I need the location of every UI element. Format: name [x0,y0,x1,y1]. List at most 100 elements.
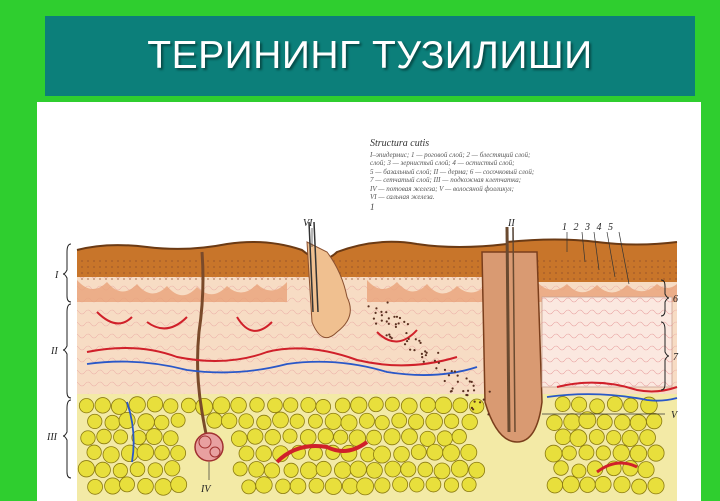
slide-title: ТЕРИНИНГ ТУЗИЛИШИ [147,34,592,78]
fat-cell [78,461,94,477]
caption-line: слой; 3 — зернистый слой; 4 — остистый с… [370,159,670,168]
fat-cell [256,446,272,462]
fat-cell [374,446,391,463]
fat-cell [256,477,272,493]
sebum-dot [424,350,426,352]
fat-cell [622,430,638,446]
fat-cell [434,463,450,479]
fat-cell [384,429,400,445]
fat-cell [163,431,178,446]
fat-cell [410,477,424,491]
fat-cell [554,461,569,476]
fat-cell [120,477,135,492]
caption-number: 1 [370,203,670,212]
fat-cell [632,479,647,494]
sebum-dot [418,340,420,342]
sebum-dot [462,390,464,392]
fat-cell [88,414,102,428]
fat-cell [341,415,357,431]
fat-cell [572,464,586,478]
fat-cell [283,429,297,443]
fat-cell [273,412,289,428]
fat-cell [614,476,630,492]
fat-cell [359,413,374,428]
sebum-dot [375,323,377,325]
sebum-dot [434,360,436,362]
fat-cell [350,461,366,477]
sebum-dot [444,380,446,382]
sebum-dot [457,375,459,377]
left-brackets [63,244,71,478]
sebum-dot [454,370,456,372]
fat-cell [357,478,374,495]
fat-cell [300,430,316,446]
fat-cell [597,414,612,429]
label-hair: II [507,218,515,229]
fat-cell [590,399,605,414]
fat-cell [221,413,236,428]
fat-cell [385,397,399,411]
sebum-dot [391,337,393,339]
fat-cell [444,414,458,428]
fat-cell [268,398,283,413]
fat-cell [443,444,460,461]
sebum-dot [435,367,437,369]
sebum-dot [381,320,383,322]
fat-cell [113,463,127,477]
sebum-dot [489,391,491,393]
fat-cell [393,477,408,492]
fat-cell [453,398,468,413]
fat-cell [290,478,306,494]
fat-cell [325,413,341,429]
fat-cell [154,415,169,430]
fat-cell [630,415,646,431]
sebum-dot [419,342,421,344]
sebum-dot [367,305,369,307]
fat-cell [469,462,485,478]
fat-cell [249,462,265,478]
caption-title: Structura cutis [370,140,670,149]
sebum-dot [413,349,415,351]
fat-cell [121,445,138,462]
sebum-dot [395,323,397,325]
sebum-dot [406,340,408,342]
caption-line: I–эпидермис; 1 — роговой слой; 2 — блест… [370,151,670,160]
sebum-dot [386,334,388,336]
sebum-dot [421,356,423,358]
fat-cell [248,429,263,444]
fat-cell [451,460,468,477]
sebum-dot [467,390,469,392]
fat-cell [171,477,187,493]
caption-line: VI — сальная железа. [370,193,670,202]
fat-cell [207,413,222,428]
fat-cell [111,399,127,415]
fat-cell [88,479,103,494]
label-hair-follicle: V [671,410,679,421]
fat-cell [394,446,410,462]
fat-cell [301,398,316,413]
fat-cell [276,479,291,494]
fat-cell [165,461,180,476]
fat-cell [242,480,256,494]
label-sebaceous-gland: VI [303,218,313,229]
fat-cell [308,446,322,460]
sebum-dot [471,381,473,383]
figure-caption: Structura cutis I–эпидермис; 1 — роговой… [370,140,670,211]
fat-cell [239,414,254,429]
fat-cell [402,429,418,445]
sebum-dot [375,307,377,309]
sebum-dot [450,390,452,392]
fat-cell [461,444,477,460]
sebum-dot [404,343,406,345]
fat-cell [624,398,638,412]
sebum-dot [388,333,390,335]
fat-cell [196,398,213,415]
sebum-dot [398,322,400,324]
sebum-dot [457,381,459,383]
sebum-dot [407,323,409,325]
fat-cell [155,479,172,496]
fat-cell [308,414,322,428]
fat-cell [367,430,382,445]
fat-cell [392,413,407,428]
sebum-dot [381,314,383,316]
